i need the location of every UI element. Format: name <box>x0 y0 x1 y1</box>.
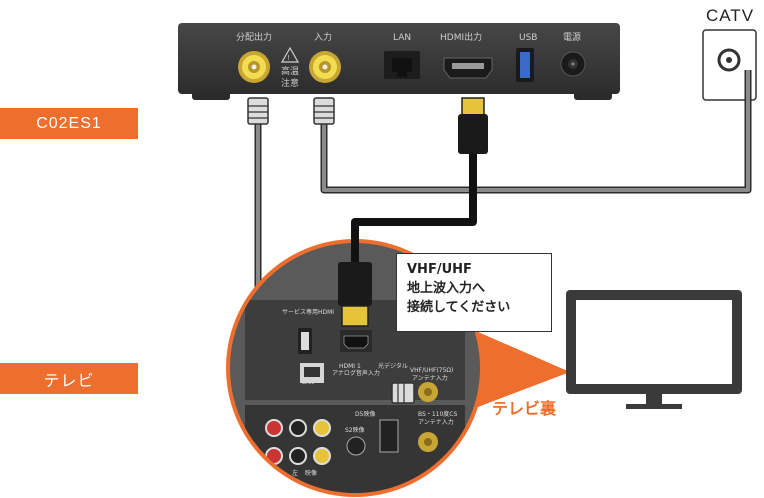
svg-text:映像: 映像 <box>305 469 317 477</box>
callout-line-2: 地上波入力へ <box>407 281 486 296</box>
svg-text:BS・110度CS: BS・110度CS <box>418 410 457 418</box>
hdmi-cable <box>351 130 477 270</box>
svg-text:アンテナ入力: アンテナ入力 <box>412 374 448 382</box>
input-label: 入力 <box>314 31 332 43</box>
svg-text:D5映像: D5映像 <box>355 410 375 418</box>
hdmi-port <box>443 57 493 79</box>
lan-port-label: LAN <box>393 33 411 43</box>
usb-port <box>516 48 534 82</box>
tv-back-label: テレビ裏 <box>492 399 557 418</box>
svg-text:VHF/UHF(75Ω): VHF/UHF(75Ω) <box>410 367 453 374</box>
svg-text:HDMI 1: HDMI 1 <box>339 363 361 370</box>
usb-port-label: USB <box>519 33 537 43</box>
lan-port <box>384 51 420 79</box>
tv-back-pointer <box>455 322 570 410</box>
svg-text:アナログ音声入力: アナログ音声入力 <box>332 369 380 377</box>
tv-icon <box>566 290 742 409</box>
split-out-port <box>238 51 270 83</box>
device-label: C02ES1 <box>0 108 138 139</box>
svg-text:高温: 高温 <box>281 65 299 77</box>
hdmi-plug-stb <box>458 97 488 154</box>
svg-text:サービス専用: サービス専用 <box>282 308 318 316</box>
hot-caution-icon: ! 高温 注意 <box>280 46 300 89</box>
input-port <box>309 51 341 83</box>
tv-antenna-plug <box>391 382 415 404</box>
svg-text:HDMI: HDMI <box>318 309 334 316</box>
connection-callout: VHF/UHF 地上波入力へ 接続してください <box>396 253 552 332</box>
split-out-label: 分配出力 <box>236 31 272 43</box>
hdmi-plug-tv <box>338 262 372 327</box>
svg-text:S2映像: S2映像 <box>345 426 365 434</box>
tv-label: テレビ <box>0 363 138 394</box>
svg-text:光デジタル: 光デジタル <box>378 362 408 370</box>
svg-text:左: 左 <box>292 469 298 477</box>
power-jack <box>560 51 586 77</box>
svg-text:アンテナ入力: アンテナ入力 <box>418 418 454 426</box>
catv-wall-outlet <box>702 29 757 101</box>
split-out-plug <box>247 97 269 125</box>
power-label: 電源 <box>563 32 581 43</box>
callout-line-3: 接続してください <box>407 300 511 315</box>
input-plug <box>313 97 335 125</box>
callout-line-1: VHF/UHF <box>407 262 472 277</box>
catv-label: CATV <box>705 6 755 25</box>
svg-text:!: ! <box>287 54 290 62</box>
hdmi-out-label: HDMI出力 <box>440 31 482 43</box>
svg-text:注意: 注意 <box>281 77 299 89</box>
